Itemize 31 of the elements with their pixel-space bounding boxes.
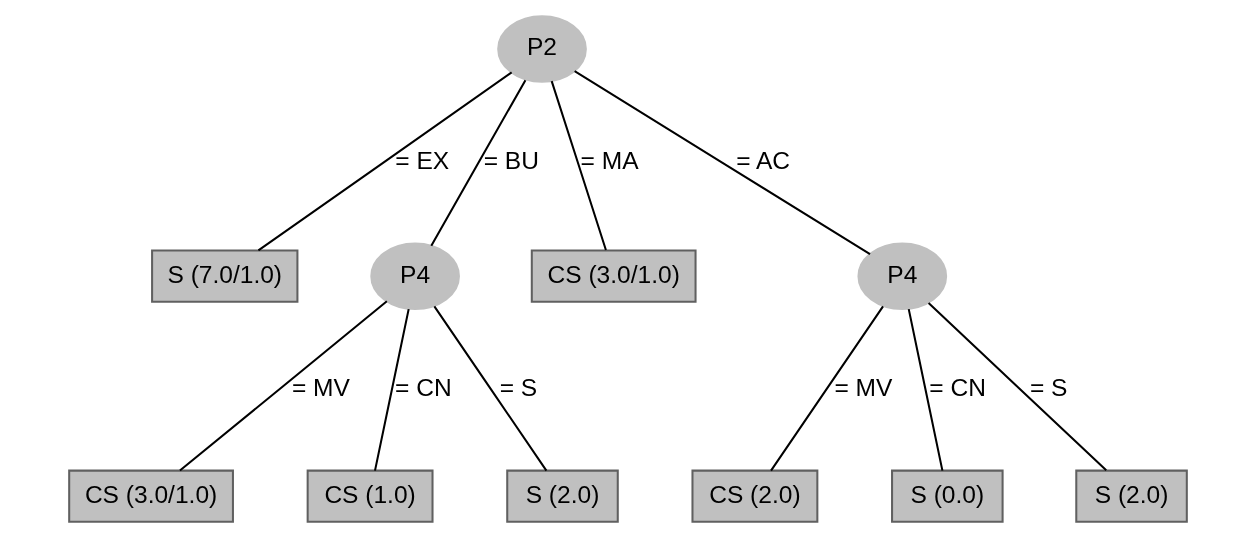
connector	[433, 305, 547, 472]
connector	[178, 300, 387, 472]
node-box: S (7.0/1.0)	[150, 249, 298, 303]
edge-label: = AC	[735, 146, 790, 174]
connector	[927, 302, 1107, 472]
edge-label: = CN	[928, 374, 986, 402]
node-box: CS (2.0)	[690, 469, 818, 523]
node-ellipse: P4	[856, 242, 947, 310]
edge-label: = S	[499, 374, 537, 402]
edge-label: = BU	[483, 146, 539, 174]
connector	[429, 79, 526, 247]
connector	[907, 308, 943, 471]
node-box: CS (1.0)	[306, 469, 434, 523]
connector	[257, 71, 512, 252]
node-box: CS (3.0/1.0)	[67, 469, 234, 523]
connector	[373, 308, 410, 471]
connector	[769, 305, 884, 472]
node-box: CS (3.0/1.0)	[530, 249, 697, 303]
edge-label: = MA	[580, 146, 639, 174]
connector	[573, 70, 871, 255]
edge-label: = MV	[833, 374, 892, 402]
node-box: S (2.0)	[1074, 469, 1188, 523]
edge-label: = S	[1029, 374, 1067, 402]
edge-label: = EX	[394, 146, 449, 174]
node-ellipse: P2	[496, 15, 587, 83]
node-box: S (0.0)	[890, 469, 1004, 523]
node-box: S (2.0)	[505, 469, 619, 523]
connector	[550, 80, 607, 251]
edge-label: = MV	[291, 374, 350, 402]
node-ellipse: P4	[369, 242, 460, 310]
edge-label: = CN	[394, 374, 452, 402]
